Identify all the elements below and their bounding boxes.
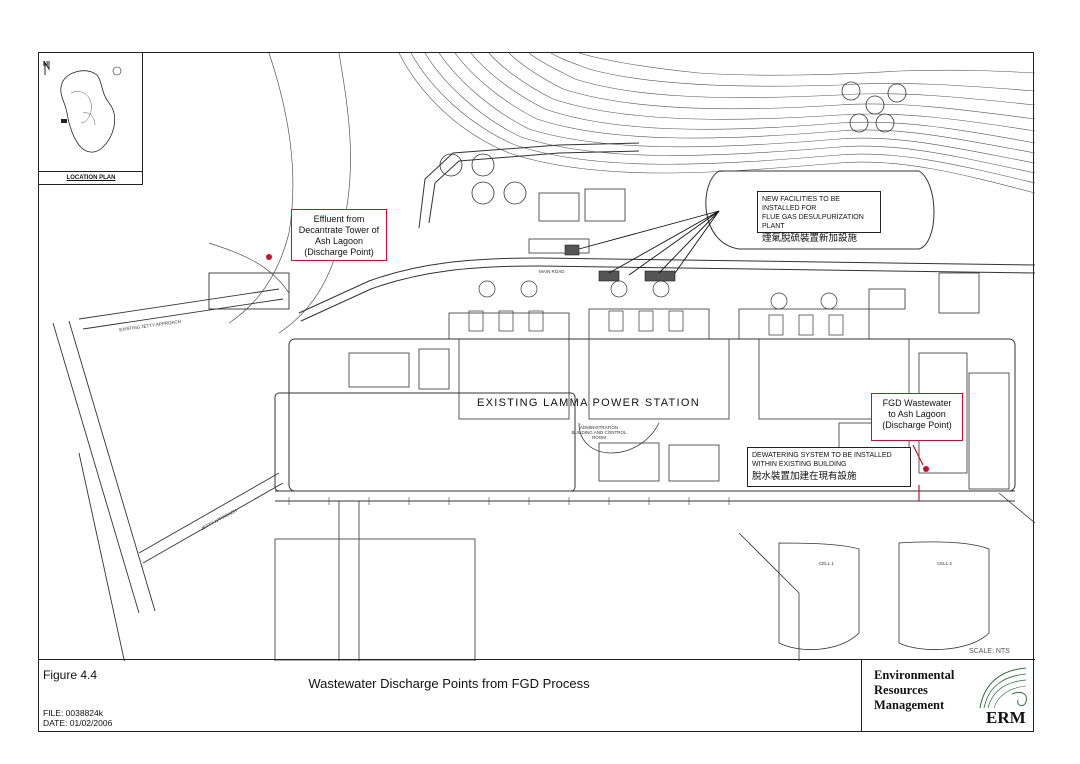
location-map-icon: [44, 61, 122, 153]
callout-line: to Ash Lagoon: [888, 409, 946, 419]
note-line: DEWATERING SYSTEM TO BE INSTALLED: [752, 452, 892, 459]
company-abbreviation: ERM: [986, 708, 1026, 727]
note-line: NEW FACILITIES TO BE INSTALLED FOR: [762, 196, 840, 212]
location-plan: N LOCATION PLAN: [39, 53, 143, 185]
company-name: Environmental Resources Management: [874, 668, 954, 713]
site-plan-linework: [52, 53, 1035, 661]
new-facilities-note: NEW FACILITIES TO BE INSTALLED FOR FLUE …: [757, 191, 881, 244]
ash-lagoon-discharge-callout: Effluent from Decantrate Tower of Ash La…: [291, 209, 387, 261]
title-block: Figure 4.4 Wastewater Discharge Points f…: [39, 659, 1035, 733]
wall-ticks: [288, 497, 730, 505]
jetty: [52, 272, 290, 661]
admin-building-label: ADMINISTRATION BUILDING AND CONTROL ROOM: [571, 425, 627, 440]
note-line: FLUE GAS DESULPURIZATION PLANT: [762, 214, 864, 230]
company-name-line: Resources: [874, 683, 928, 697]
hill-contours: [398, 53, 1035, 194]
company-block: Environmental Resources Management ERM: [861, 660, 1035, 732]
file-info: FILE: 0038824k DATE: 01/02/2006: [43, 708, 112, 728]
callout-line: Decantrate Tower of: [298, 225, 380, 235]
drawing-date: DATE: 01/02/2006: [43, 718, 113, 728]
coastline: [208, 53, 351, 334]
main-road-label: MAIN ROAD: [539, 269, 565, 274]
note-line: WITHIN EXISTING BUILDING: [752, 461, 847, 468]
note-chinese-text: 脫水裝置加建在現有設施: [752, 471, 857, 482]
cell-1-label: CELL 1: [819, 561, 834, 566]
ash-lagoon-discharge-point: [266, 254, 272, 260]
site-plan: N LOCATION PLAN Effluent from Decantrate…: [39, 53, 1035, 661]
leader-lines: [578, 210, 720, 276]
cell-2-label: CELL 2: [937, 561, 952, 566]
callout-line: FGD Wastewater: [882, 398, 952, 408]
station-label: EXISTING LAMMA POWER STATION: [477, 397, 701, 409]
note-chinese-text: 煙氣脫硫裝置新加設施: [762, 233, 858, 244]
storage-tanks: [439, 81, 907, 205]
fgd-leader: [912, 444, 924, 466]
fgd-discharge-callout: FGD Wastewater to Ash Lagoon (Discharge …: [871, 393, 963, 441]
figure-title: Wastewater Discharge Points from FGD Pro…: [308, 676, 590, 691]
buildings: [348, 188, 1010, 490]
file-number: FILE: 0038824k: [43, 708, 104, 718]
roads: [274, 142, 1035, 502]
drawing-sheet: N LOCATION PLAN Effluent from Decantrate…: [38, 52, 1035, 733]
new-fgd-facilities: [564, 244, 676, 282]
admin-building-outline: [578, 422, 660, 454]
figure-number: Figure 4.4: [43, 668, 98, 682]
callout-line: Effluent from: [313, 214, 365, 224]
unit-blocks: [468, 280, 844, 336]
fgd-discharge-point: [923, 466, 929, 472]
location-plan-divider: [39, 171, 143, 172]
scale-label: SCALE: NTS: [969, 648, 1010, 655]
company-name-line: Management: [874, 698, 945, 712]
callout-line: (Discharge Point): [304, 247, 374, 257]
callout-line: (Discharge Point): [882, 420, 952, 430]
erm-logo-icon: [979, 667, 1027, 709]
dewatering-note: DEWATERING SYSTEM TO BE INSTALLED WITHIN…: [747, 447, 911, 487]
callout-line: Ash Lagoon: [314, 236, 364, 246]
ash-lagoon-cells: [274, 492, 1035, 661]
location-plan-title: LOCATION PLAN: [66, 175, 116, 181]
company-name-line: Environmental: [874, 668, 955, 682]
